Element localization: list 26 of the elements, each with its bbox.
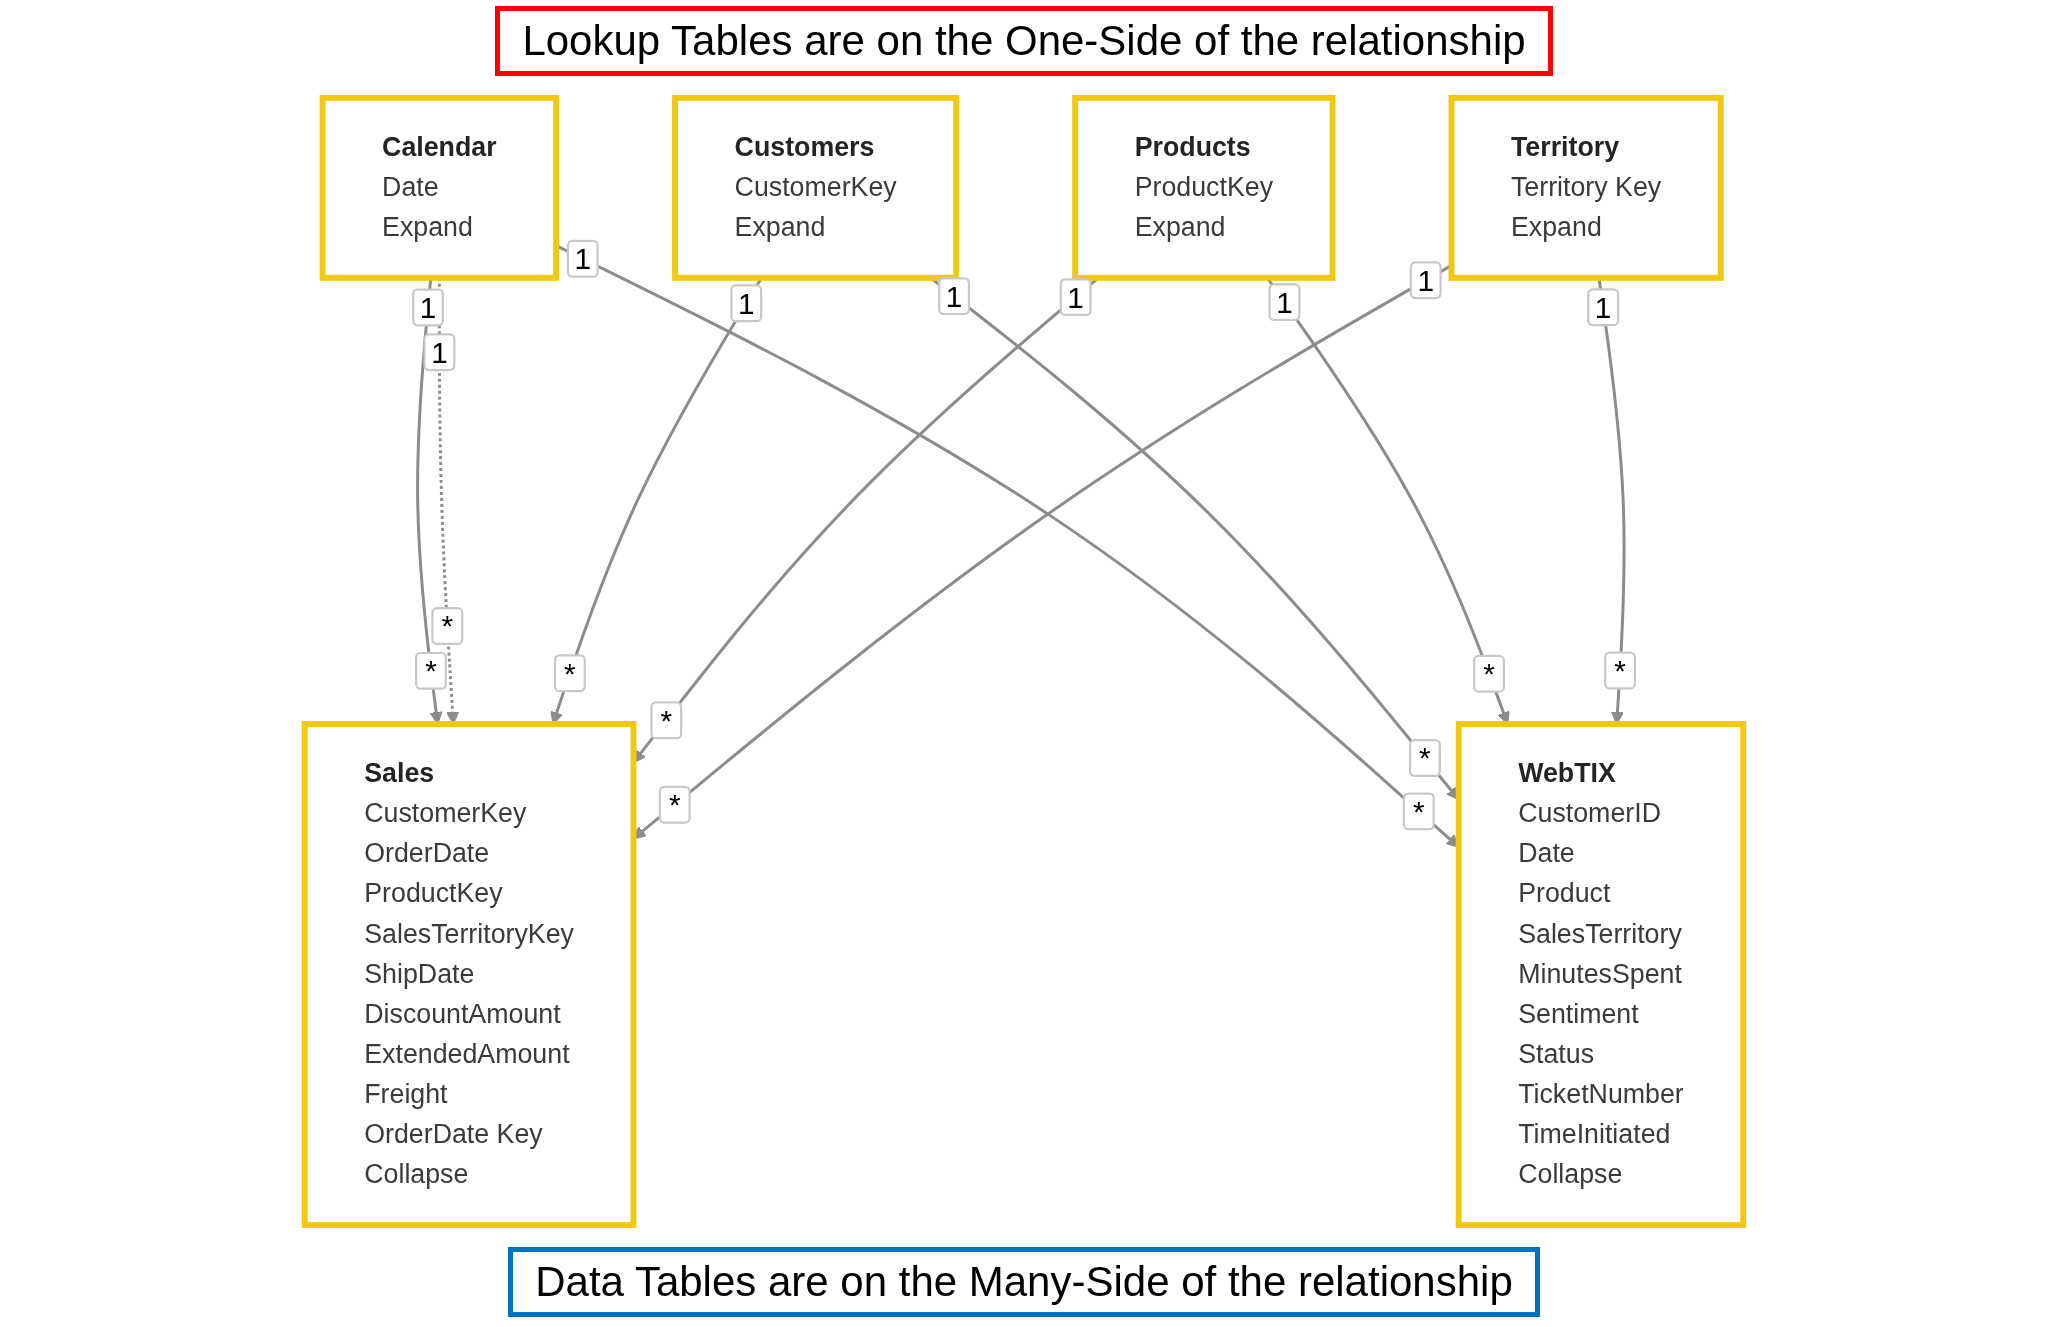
cardinality-label: 1 [1059, 278, 1092, 317]
cardinality-label: 1 [412, 288, 444, 327]
cardinality-label: 1 [1587, 288, 1620, 327]
cardinality-label: * [1473, 654, 1506, 693]
node-box: Calendar Date Expand [319, 94, 560, 281]
node-box: WebTIX CustomerID Date Product SalesTerritory MinutesSpent Sentiment Status TicketNumber TimeInitiated Collapse [1455, 721, 1747, 1229]
node-box: Sales CustomerKey OrderDate ProductKey SalesTerritoryKey ShipDate DiscountAmount ExtendedAmount Freight OrderDate Key Collapse [301, 721, 637, 1229]
cardinality-label: * [431, 607, 464, 645]
cardinality-label: * [1408, 739, 1441, 778]
node-box: Territory Territory Key Expand [1448, 94, 1724, 281]
cardinality-label: 1 [730, 284, 763, 323]
caption: Data Tables are on the Many-Side of the relationship [508, 1247, 1540, 1317]
node-box: Customers CustomerKey Expand [672, 94, 960, 281]
cardinality-label: * [1604, 651, 1637, 690]
cardinality-label: 1 [566, 239, 599, 278]
cardinality-label: * [650, 701, 683, 740]
cardinality-label: 1 [1268, 283, 1301, 322]
cardinality-label: * [553, 654, 586, 693]
cardinality-label: * [658, 785, 691, 824]
cardinality-label: 1 [938, 277, 971, 316]
cardinality-label: * [414, 651, 447, 690]
cardinality-label: * [1402, 792, 1435, 831]
cardinality-label: 1 [1409, 261, 1442, 300]
cardinality-label: 1 [423, 333, 456, 372]
node-box: Products ProductKey Expand [1072, 94, 1336, 281]
title: Lookup Tables are on the One-Side of the relationship [495, 6, 1553, 76]
